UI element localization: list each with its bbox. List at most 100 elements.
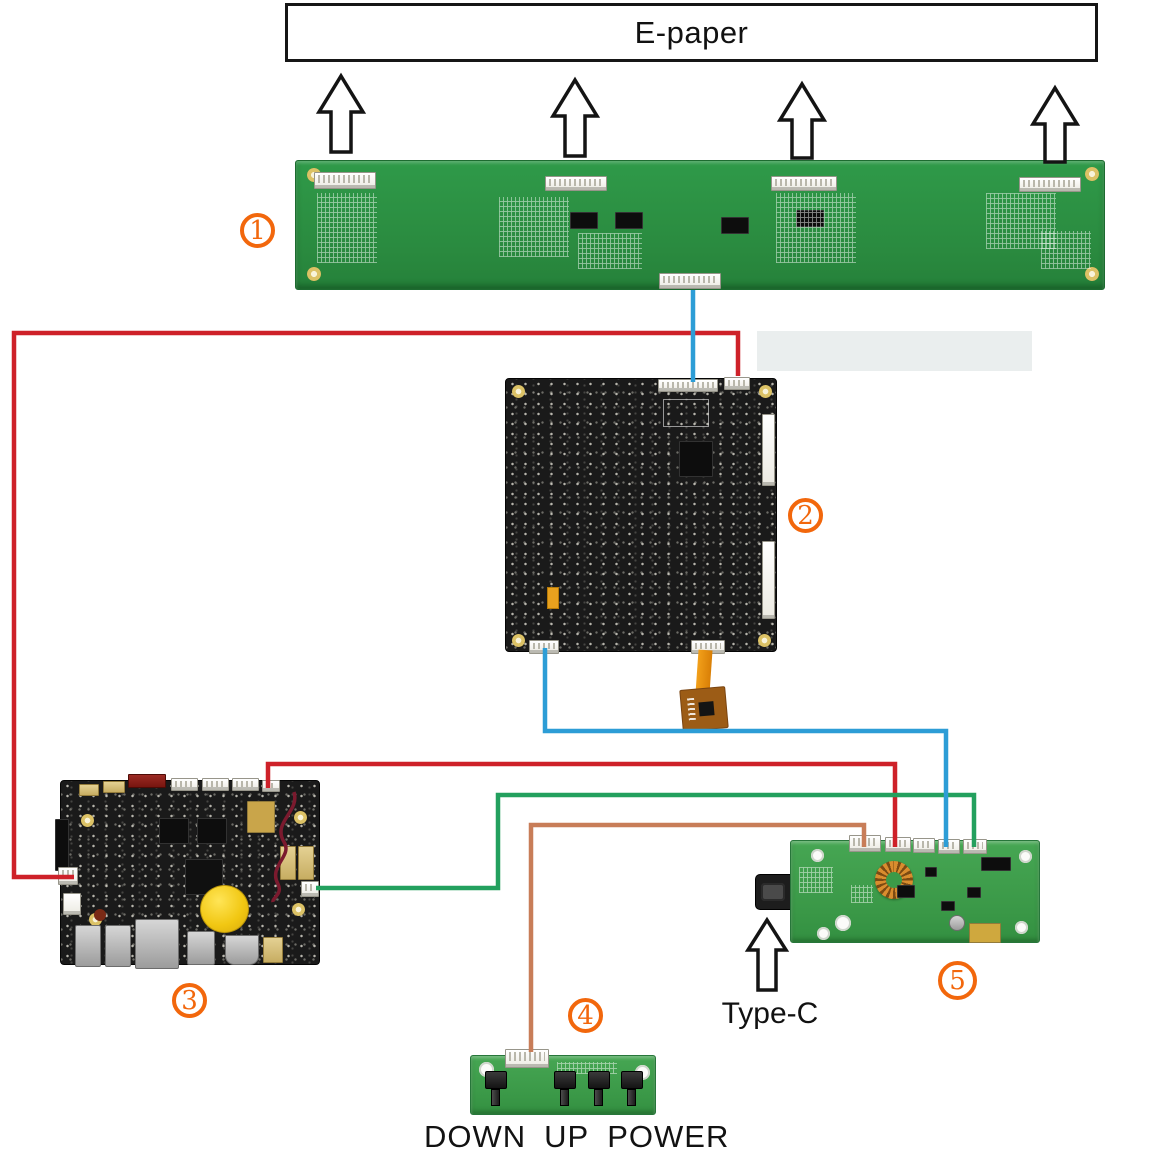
driver-ic (615, 212, 643, 229)
board-4-key-strip (470, 1049, 656, 1115)
tact-switch (621, 1071, 643, 1089)
input-fpc-connector (659, 273, 721, 289)
board-2-label: 2 (788, 498, 823, 533)
top-connector-orange-wire (849, 835, 881, 852)
top-connector (202, 778, 229, 791)
capacitor (949, 915, 965, 931)
tact-switch (485, 1071, 507, 1089)
signal-connector (529, 640, 559, 654)
board-4-number: 4 (577, 1000, 594, 1031)
usb-c-connector (969, 923, 1001, 943)
mounting-hole (81, 814, 94, 827)
silkscreen-cluster (317, 193, 377, 263)
top-connector (171, 778, 198, 791)
tact-switch (554, 1071, 576, 1089)
side-connector (762, 414, 775, 486)
switch-stem (560, 1089, 569, 1106)
ic (897, 885, 915, 898)
small-connector (79, 784, 99, 796)
mounting-hole (294, 811, 307, 824)
mounting-hole (811, 849, 824, 862)
board-3-number: 3 (181, 985, 198, 1016)
right-connector-green-wire (301, 881, 319, 897)
tact-switch (588, 1071, 610, 1089)
board-3-label: 3 (172, 983, 207, 1018)
wifi-module (247, 801, 275, 833)
silkscreen-cluster (799, 867, 833, 893)
header-connector-red (128, 774, 166, 788)
top-connector-red-wire (262, 780, 280, 792)
ram-chip (159, 818, 189, 844)
driver-ic (570, 212, 598, 229)
power-label: POWER (607, 1119, 730, 1154)
power-in-connector (724, 377, 750, 390)
mounting-hole (512, 634, 525, 647)
top-connector-green-wire (963, 839, 987, 854)
mounting-hole (307, 267, 321, 281)
scan-shadow (757, 331, 1032, 371)
mounting-hole (759, 385, 772, 398)
ethernet-port (135, 919, 179, 969)
ic (967, 887, 981, 898)
board-5-power-board (790, 835, 1040, 943)
silkscreen-cluster (499, 197, 569, 257)
fpc-connector (1019, 177, 1081, 192)
wire-blue-board2-board5 (542, 648, 949, 847)
type-c-label: Type-C (721, 997, 819, 1030)
top-connector (232, 778, 259, 791)
silkscreen-cluster (851, 885, 873, 903)
up-arrow-icon (1029, 84, 1081, 164)
hdmi-port (225, 935, 259, 965)
usb-port (105, 925, 131, 967)
button-labels-row: DOWN UP POWER (424, 1119, 729, 1155)
flex-sensor-pad (679, 686, 729, 732)
fpc-connector (545, 176, 607, 191)
tantalum-capacitor (547, 587, 559, 609)
board-1-label: 1 (240, 213, 275, 248)
switch-stem (594, 1089, 603, 1106)
up-arrow-icon (549, 76, 601, 158)
shielded-module (187, 931, 215, 965)
buzzer (94, 909, 106, 921)
ic (925, 867, 937, 877)
wire-red-board3-board5 (265, 761, 898, 847)
mounting-hole (1085, 267, 1099, 281)
top-connector (913, 838, 935, 853)
down-label: DOWN (424, 1119, 527, 1154)
mounting-hole (1019, 850, 1032, 863)
type-c-up-arrow-icon (744, 916, 790, 992)
small-connector (103, 781, 125, 793)
driver-ic (796, 210, 824, 227)
e-paper-label: E-paper (634, 14, 749, 50)
board-1-number: 1 (249, 215, 266, 246)
silkscreen-cluster (986, 193, 1056, 249)
up-arrow-icon (315, 72, 367, 154)
silkscreen-cluster (1041, 231, 1091, 269)
board-2-controller (505, 377, 777, 654)
side-connector (762, 541, 775, 619)
gpio-header (55, 819, 69, 871)
top-connector-blue-wire (938, 839, 960, 854)
mounting-hole (292, 903, 305, 916)
mounting-hole (512, 385, 525, 398)
up-arrow-icon (776, 80, 828, 160)
up-label: UP (544, 1119, 590, 1154)
mounting-hole (817, 927, 830, 940)
fpc-connector (771, 176, 837, 191)
board-5-number: 5 (949, 965, 966, 996)
silkscreen-cluster (578, 233, 642, 269)
ram-chip (197, 818, 227, 844)
left-connector-red-wire (58, 867, 78, 885)
right-connector (298, 846, 314, 880)
coin-cell-battery (200, 885, 249, 933)
ic (941, 901, 955, 911)
left-connector (63, 893, 81, 915)
bottom-connector (263, 937, 283, 963)
output-fpc-connector (658, 379, 718, 392)
silkscreen-cluster (776, 193, 856, 263)
driver-ic (721, 217, 749, 234)
capacitor (835, 915, 851, 931)
mounting-hole (1015, 921, 1028, 934)
fpc-connector (314, 172, 376, 189)
